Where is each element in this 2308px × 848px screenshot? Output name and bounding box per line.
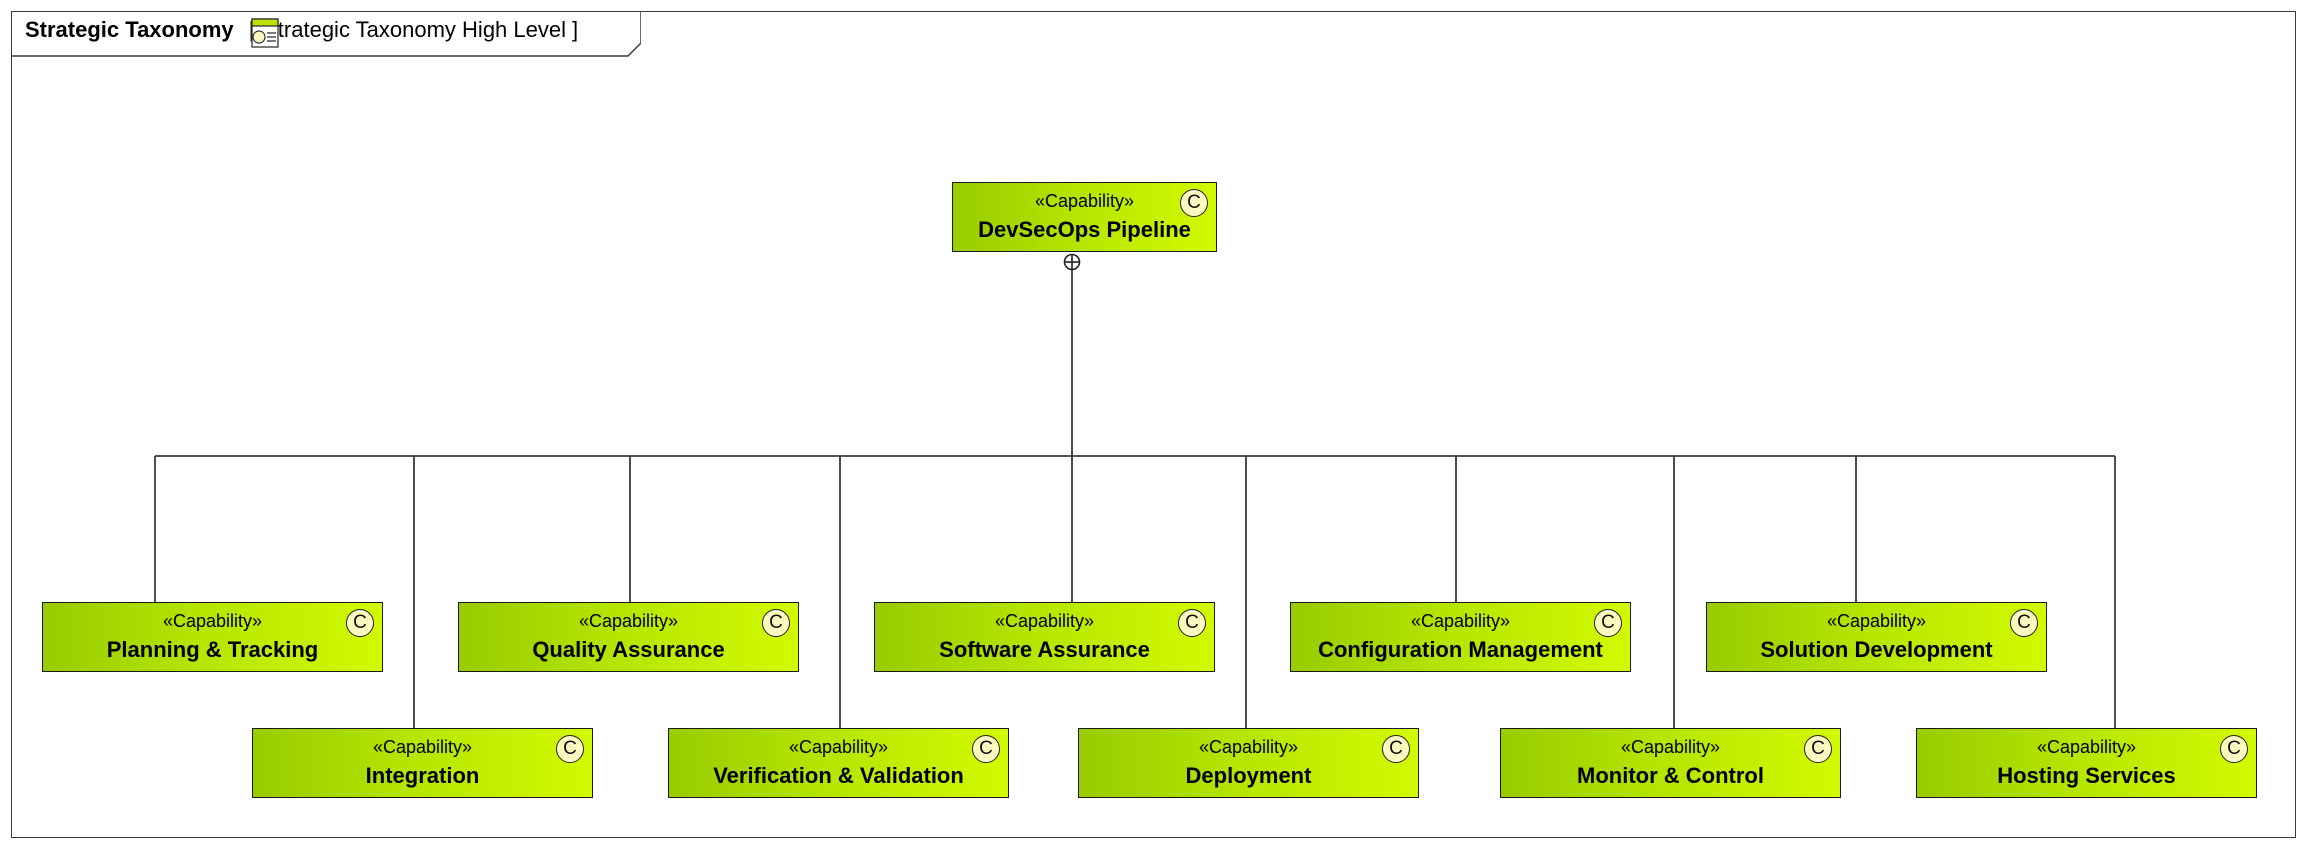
taxonomy-diagram-icon [251, 18, 279, 48]
capability-name: Verification & Validation [713, 763, 964, 788]
stereotype-label: «Capability» [162, 611, 263, 631]
bracket-close: ] [572, 17, 579, 42]
stereotype-label: «Capability» [372, 737, 473, 757]
stereotype-label: «Capability» [1620, 737, 1721, 757]
frame-tab-outline [11, 11, 641, 57]
capability-icon: C [1178, 609, 1206, 637]
capability-devsecops-pipeline[interactable]: «Capability» DevSecOps Pipeline C [952, 182, 1217, 252]
capability-icon: C [1180, 189, 1208, 217]
capability-name: DevSecOps Pipeline [978, 217, 1191, 242]
capability-icon: C [1594, 609, 1622, 637]
capability-planning-tracking[interactable]: «Capability» Planning & Tracking C [42, 602, 383, 672]
stereotype-label: «Capability» [578, 611, 679, 631]
capability-name: Planning & Tracking [106, 637, 319, 662]
capability-icon: C [2010, 609, 2038, 637]
stereotype-label: «Capability» [1198, 737, 1299, 757]
frame-title: Strategic Taxonomy [25, 17, 234, 42]
capability-icon: C [346, 609, 374, 637]
stereotype-label: «Capability» [994, 611, 1095, 631]
diagram-name: Strategic Taxonomy High Level [263, 17, 566, 42]
frame-header-tab: Strategic Taxonomy [ Strategic Taxonomy … [11, 11, 641, 57]
diagram-frame [11, 11, 2296, 838]
capability-hosting-services[interactable]: «Capability» Hosting Services C [1916, 728, 2257, 798]
capability-icon: C [1804, 735, 1832, 763]
capability-name: Software Assurance [939, 637, 1150, 662]
capability-name: Solution Development [1760, 637, 1993, 662]
capability-name: Hosting Services [1997, 763, 2176, 788]
capability-name: Quality Assurance [532, 637, 725, 662]
capability-icon: C [1382, 735, 1410, 763]
stereotype-label: «Capability» [2036, 737, 2137, 757]
capability-configuration-management[interactable]: «Capability» Configuration Management C [1290, 602, 1631, 672]
stereotype-label: «Capability» [1410, 611, 1511, 631]
capability-icon: C [2220, 735, 2248, 763]
capability-integration[interactable]: «Capability» Integration C [252, 728, 593, 798]
capability-monitor-control[interactable]: «Capability» Monitor & Control C [1500, 728, 1841, 798]
capability-quality-assurance[interactable]: «Capability» Quality Assurance C [458, 602, 799, 672]
capability-deployment[interactable]: «Capability» Deployment C [1078, 728, 1419, 798]
capability-icon: C [762, 609, 790, 637]
capability-name: Configuration Management [1318, 637, 1603, 662]
capability-name: Integration [365, 763, 480, 788]
capability-name: Monitor & Control [1577, 763, 1764, 788]
capability-verification-validation[interactable]: «Capability» Verification & Validation C [668, 728, 1009, 798]
capability-software-assurance[interactable]: «Capability» Software Assurance C [874, 602, 1215, 672]
capability-name: Deployment [1185, 763, 1312, 788]
stereotype-label: «Capability» [1826, 611, 1927, 631]
stereotype-label: «Capability» [1034, 191, 1135, 211]
stereotype-label: «Capability» [788, 737, 889, 757]
capability-icon: C [972, 735, 1000, 763]
capability-solution-development[interactable]: «Capability» Solution Development C [1706, 602, 2047, 672]
frame-diagram-ref: [ Strategic Taxonomy High Level ] [249, 17, 579, 48]
capability-icon: C [556, 735, 584, 763]
